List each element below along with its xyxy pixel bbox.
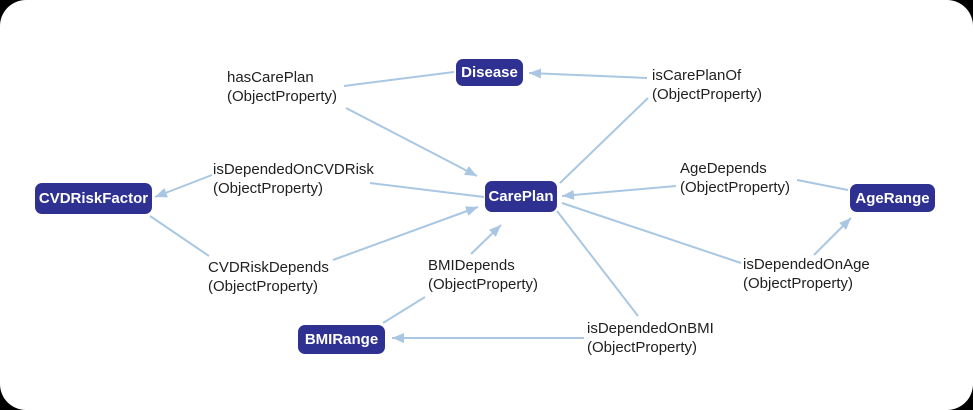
property-name: BMIDepends: [428, 257, 515, 274]
edge-label-isdependedonbmi: isDependedOnBMI (ObjectProperty): [587, 319, 714, 357]
node-cvdriskfactor[interactable]: CVDRiskFactor: [35, 183, 152, 214]
node-bmirange[interactable]: BMIRange: [298, 325, 385, 354]
edge-label-hascareplan: hasCarePlan (ObjectProperty): [227, 68, 337, 106]
edge-isdependedoncvdrisk-segment-careplan: [369, 182, 485, 198]
property-name: isDependedOnAge: [743, 256, 870, 273]
property-name: isCarePlanOf: [652, 67, 742, 84]
edge-bmidepends-segment-careplan: [470, 224, 502, 255]
property-type: (ObjectProperty): [208, 278, 319, 295]
edge-label-isdependedonage: isDependedOnAge (ObjectProperty): [743, 255, 870, 293]
property-type: (ObjectProperty): [587, 339, 698, 356]
property-name: AgeDepends: [680, 160, 767, 177]
edge-bmidepends-segment-bmirange: [382, 296, 426, 324]
edge-label-cvdriskdepends: CVDRiskDepends (ObjectProperty): [208, 258, 329, 296]
edge-label-bmidepends: BMIDepends (ObjectProperty): [428, 256, 538, 294]
edge-label-isdependedoncvdrisk: isDependedOnCVDRisk (ObjectProperty): [213, 160, 374, 198]
property-name: isDependedOnCVDRisk: [213, 161, 374, 178]
property-name: hasCarePlan: [227, 69, 314, 86]
node-agerange[interactable]: AgeRange: [850, 184, 935, 212]
property-type: (ObjectProperty): [213, 180, 324, 197]
property-name: CVDRiskDepends: [208, 259, 329, 276]
property-type: (ObjectProperty): [743, 275, 854, 292]
edge-cvdriskdepends-segment-cvdriskfactor: [149, 215, 210, 257]
edge-label-iscareplanof: isCarePlanOf (ObjectProperty): [652, 66, 762, 104]
edge-hascareplan-segment-disease: [343, 71, 455, 87]
edge-isdependedoncvdrisk-segment-cvdriskfactor: [154, 174, 213, 198]
node-careplan[interactable]: CarePlan: [485, 181, 557, 212]
property-type: (ObjectProperty): [428, 276, 539, 293]
edge-iscareplanof-segment-careplan: [559, 97, 649, 184]
node-disease[interactable]: Disease: [456, 59, 523, 86]
edge-agedepends-segment-agerange: [796, 179, 849, 191]
edge-cvdriskdepends-segment-careplan: [332, 206, 479, 261]
property-name: isDependedOnBMI: [587, 320, 714, 337]
edge-agedepends-segment-careplan: [561, 185, 677, 200]
edge-hascareplan-segment-careplan: [345, 107, 478, 177]
edge-isdependedonage-segment-agerange: [813, 217, 852, 256]
edge-isdependedonbmi-segment-careplan: [556, 210, 639, 317]
edge-label-agedepends: AgeDepends (ObjectProperty): [680, 159, 790, 197]
edge-iscareplanof-segment-disease: [528, 68, 648, 79]
property-type: (ObjectProperty): [652, 86, 763, 103]
property-type: (ObjectProperty): [680, 179, 791, 196]
edge-isdependedonage-segment-careplan: [561, 202, 742, 264]
property-type: (ObjectProperty): [227, 88, 338, 105]
